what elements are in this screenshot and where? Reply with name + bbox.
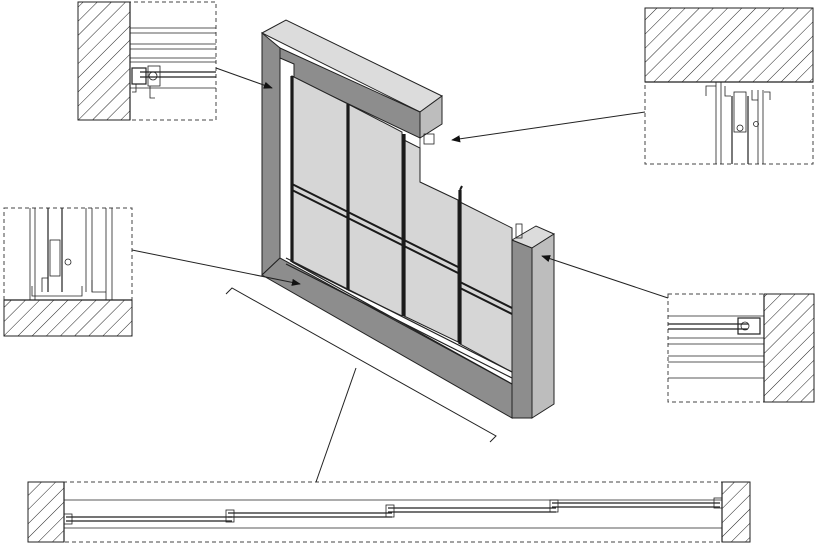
wall-hatch-plan-right <box>721 481 751 543</box>
leader-arrow-jamb-top <box>451 111 646 143</box>
transom-bar-1 <box>291 183 349 213</box>
leader-arrow-head <box>215 67 273 89</box>
frame-right-jamb <box>511 239 533 419</box>
frame-right-jamb-side <box>531 233 555 419</box>
leader-arrows <box>131 67 669 299</box>
leader-arrow-right-jamb <box>541 255 669 299</box>
transom-bar-2 <box>347 211 405 241</box>
wall-hatch-left <box>77 1 131 121</box>
glass-pane-2 <box>347 103 403 317</box>
transom-bar-3 <box>403 239 461 269</box>
frame-left-jamb <box>261 31 281 277</box>
leader-arrow-sill <box>131 249 301 286</box>
detail-top-left-head-section <box>77 1 217 121</box>
wall-hatch-plan-left <box>27 481 65 543</box>
transom-bar-4 <box>459 281 513 309</box>
wall-hatch-top <box>644 7 814 83</box>
glass-pane-1 <box>291 75 349 291</box>
detail-left-sill-section <box>3 207 133 337</box>
window-assembly-isometric <box>260 19 556 419</box>
detail-right-jamb-section <box>667 293 815 403</box>
plan-section-bracket <box>225 287 497 483</box>
detail-bottom-plan-section <box>27 481 751 543</box>
glass-pane-3 <box>403 139 459 343</box>
wall-hatch-bottom <box>3 299 133 337</box>
frame-head-end <box>419 95 443 139</box>
wall-hatch-right <box>763 293 815 403</box>
detail-top-right-jamb-section <box>644 7 814 165</box>
